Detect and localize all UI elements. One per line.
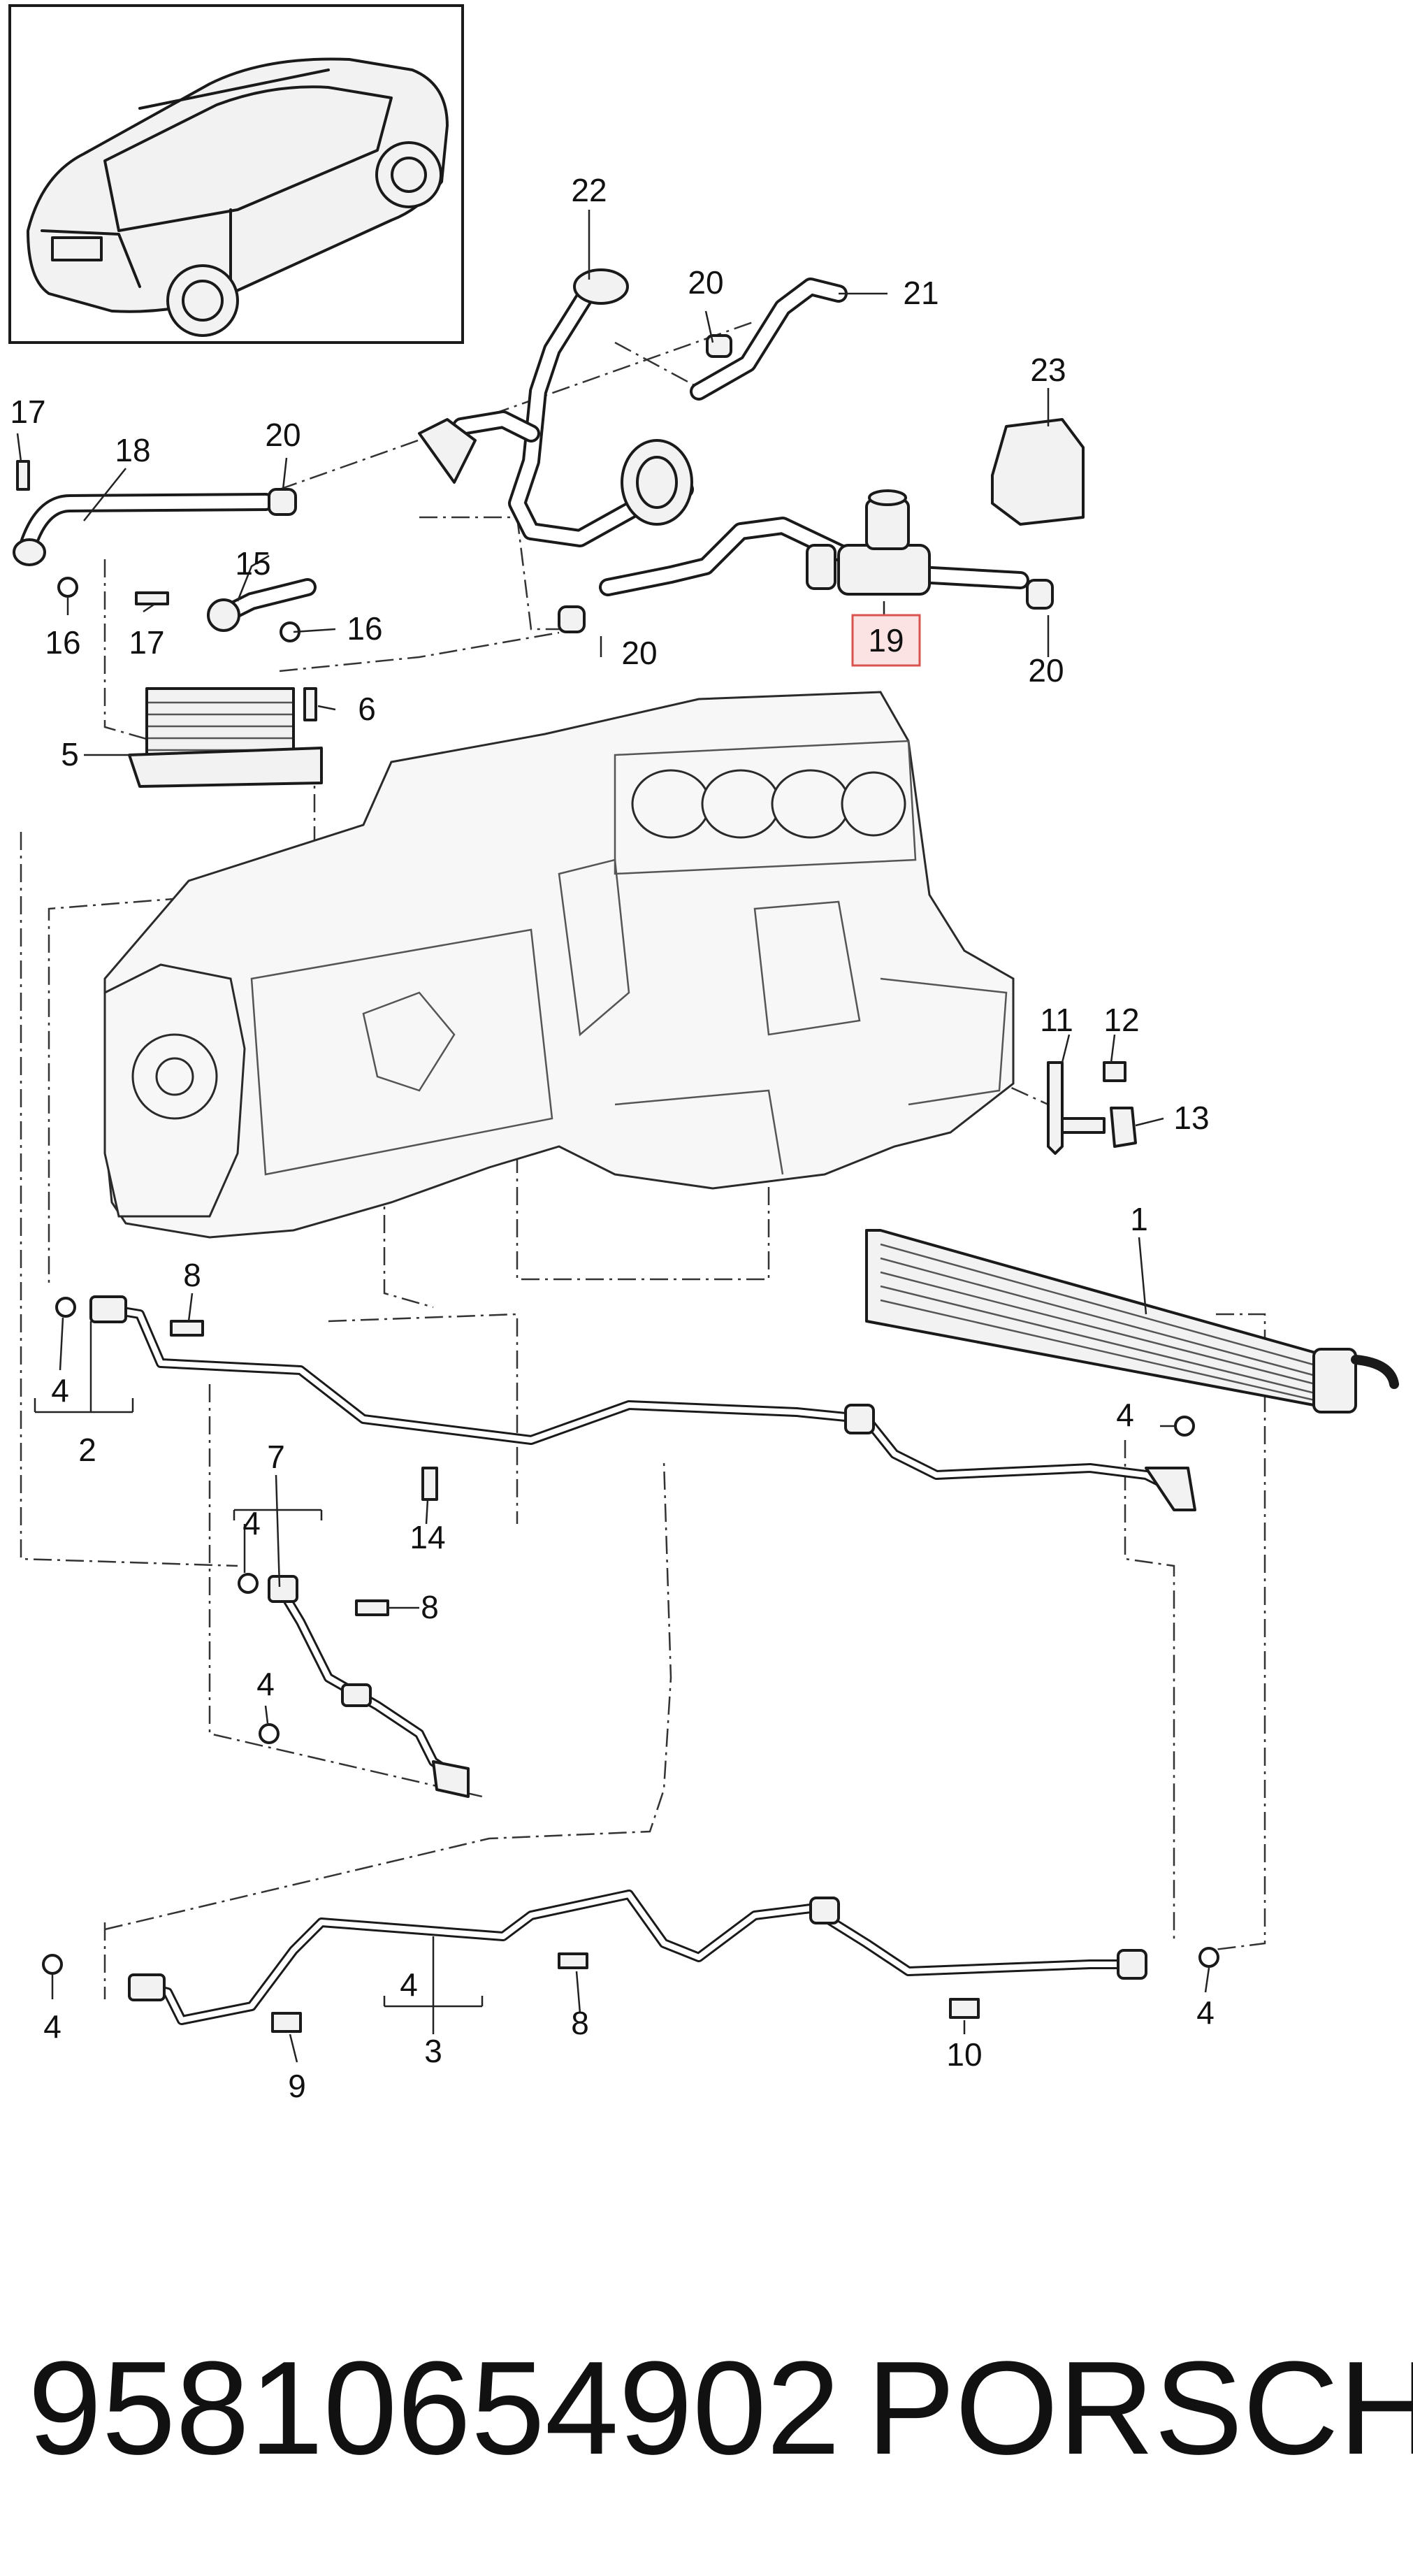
callout-14: 14 [410, 1519, 445, 1555]
callout-22: 22 [571, 172, 607, 208]
callout-16: 16 [45, 624, 80, 661]
callout-20: 20 [688, 264, 723, 301]
bolt-icon [170, 1320, 204, 1337]
hose-clamp-icon [13, 538, 46, 566]
bolt-icon [949, 1998, 980, 2019]
bracket-icon [1047, 1061, 1064, 1155]
bolt-icon [355, 1599, 389, 1616]
bolt-icon [16, 460, 30, 491]
vehicle-overview [8, 4, 464, 344]
o-ring-icon [57, 577, 78, 598]
engine-oil-cooler [128, 687, 323, 788]
o-ring-icon [1174, 1416, 1195, 1437]
o-ring-icon [42, 1954, 63, 1975]
callout-4: 4 [43, 2008, 61, 2045]
callout-16: 16 [347, 610, 382, 647]
callout-2: 2 [78, 1432, 96, 1468]
thermostat-housing-icon [837, 544, 931, 596]
bolt-icon [1103, 1061, 1126, 1082]
callout-1: 1 [1130, 1201, 1148, 1237]
seal-icon [558, 605, 586, 633]
bolt-icon [558, 1952, 588, 1969]
callout-9: 9 [288, 2068, 306, 2104]
callout-21: 21 [903, 275, 939, 311]
hardware [16, 460, 1219, 2033]
callout-5: 5 [61, 736, 79, 772]
callout-6: 6 [358, 691, 376, 727]
callout-4: 4 [1116, 1397, 1134, 1433]
callout-4: 4 [256, 1666, 275, 1702]
bolt-icon [135, 591, 169, 605]
callout-4: 4 [51, 1372, 69, 1409]
callout-3: 3 [424, 2033, 442, 2069]
hose-clamp-icon [268, 488, 297, 516]
callout-4: 4 [242, 1505, 261, 1541]
callout-20: 20 [265, 417, 300, 453]
callout-12: 12 [1103, 1002, 1139, 1038]
callout-13: 13 [1173, 1100, 1209, 1136]
callout-17: 17 [129, 624, 164, 661]
callout-7: 7 [267, 1439, 285, 1475]
callout-17: 17 [10, 394, 45, 430]
callout-20: 20 [1028, 652, 1064, 689]
bolt-icon [303, 687, 317, 721]
coolant-hoses [13, 268, 1085, 633]
callout-4: 4 [400, 1966, 418, 2003]
brand-name: PORSCHE [867, 2334, 1413, 2482]
callout-15: 15 [235, 545, 270, 582]
o-ring-icon [238, 1573, 259, 1594]
callout-labels: 22 20 21 23 17 18 20 15 16 17 16 20 19 2… [10, 172, 1214, 2104]
callout-23: 23 [1030, 352, 1066, 388]
oil-lines [89, 1061, 1196, 2025]
callout-18: 18 [115, 432, 150, 468]
o-ring-icon [55, 1297, 76, 1318]
callout-19: 19 [868, 622, 904, 659]
leader-lines [16, 210, 1210, 2063]
callout-4: 4 [1196, 1994, 1215, 2031]
engine-transmission-assembly-icon [103, 691, 1015, 1239]
bolt-icon [271, 2012, 302, 2033]
highlight-box [851, 614, 921, 667]
callout-8: 8 [571, 2005, 589, 2041]
callout-8: 8 [183, 1257, 201, 1293]
transmission-oil-cooler-icon [865, 1229, 1399, 1413]
callout-11: 11 [1040, 1002, 1073, 1038]
cover-icon [991, 418, 1085, 526]
bolt-icon [421, 1467, 438, 1501]
callout-10: 10 [946, 2036, 982, 2073]
callout-20: 20 [621, 635, 657, 671]
footer: 95810654902 PORSCHE [28, 2334, 1413, 2482]
callout-8: 8 [421, 1589, 439, 1625]
o-ring-icon [259, 1723, 280, 1744]
suv-overview-icon [27, 57, 449, 337]
o-ring-icon [1198, 1947, 1219, 1968]
part-number: 95810654902 [28, 2334, 840, 2482]
